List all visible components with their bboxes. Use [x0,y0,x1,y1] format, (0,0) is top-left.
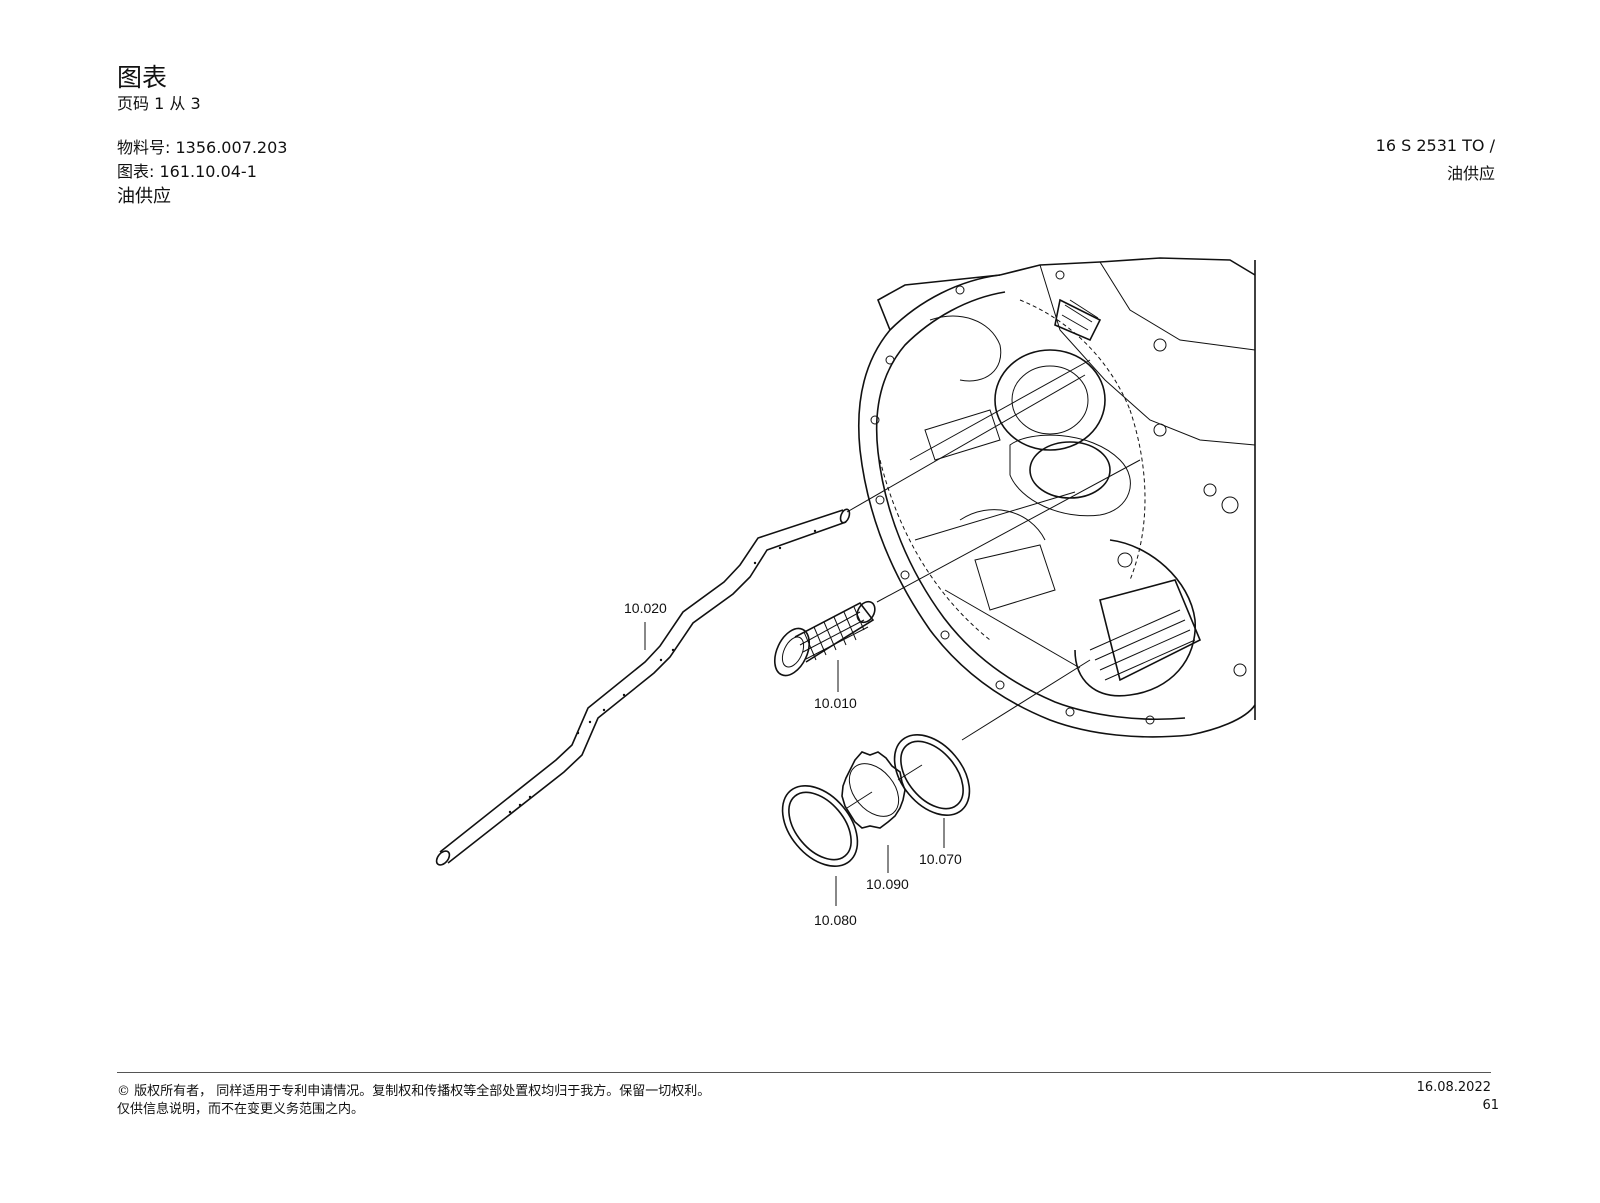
drawing-label: 图表: [117,162,155,181]
page-prefix: 页码 [117,94,150,113]
drawing-value: 161.10.04-1 [159,162,257,181]
leader-ring-axis-b [897,764,923,781]
page-current: 1 [154,94,165,113]
copyright-notice: © 版权所有者， 同样适用于专利申请情况。复制权和传播权等全部处置权均归于我方。… [117,1084,711,1099]
model-name: 16 S 2531 TO / [1375,136,1495,155]
drawing-number: 图表: 161.10.04-1 [117,158,257,182]
snap-ring-090 [841,751,906,829]
disclaimer-notice: 仅供信息说明，而不在变更义务范围之内。 [117,1102,365,1117]
leader-pipe-to-housing [846,374,1086,513]
seal-ring-080 [781,785,859,867]
print-date: 16.08.2022 [1416,1080,1491,1095]
page-sep: 从 [169,94,186,113]
callout-label-080: 10.080 [814,912,857,928]
callout-label-010: 10.010 [814,695,857,711]
callout-label-020: 10.020 [624,600,667,616]
footer-divider [117,1072,1491,1073]
page-total: 3 [190,94,201,113]
page-title: 图表 [117,63,168,92]
leader-housing-cross [944,589,1081,669]
model-section: 油供应 [1446,164,1495,183]
leader-housing-mid [914,491,1076,541]
leader-seal-to-housing [961,659,1091,741]
callout-label-070: 10.070 [919,851,962,867]
oil-strainer [773,600,876,677]
transmission-housing [857,257,1256,738]
leader-housing-left [909,359,1091,461]
callout-label-090: 10.090 [866,876,909,892]
oil-pipe [435,508,851,866]
page-indicator: 页码 1 从 3 [117,90,201,114]
leader-strainer-to-housing [876,459,1141,603]
section-title: 油供应 [117,186,171,207]
leader-ring-axis-a [846,791,873,809]
material-number: 物料号: 1356.007.203 [117,134,287,158]
material-value: 1356.007.203 [175,138,288,157]
seal-ring-070 [893,734,971,816]
material-label: 物料号: [117,138,171,157]
page-number: 61 [1482,1098,1499,1113]
